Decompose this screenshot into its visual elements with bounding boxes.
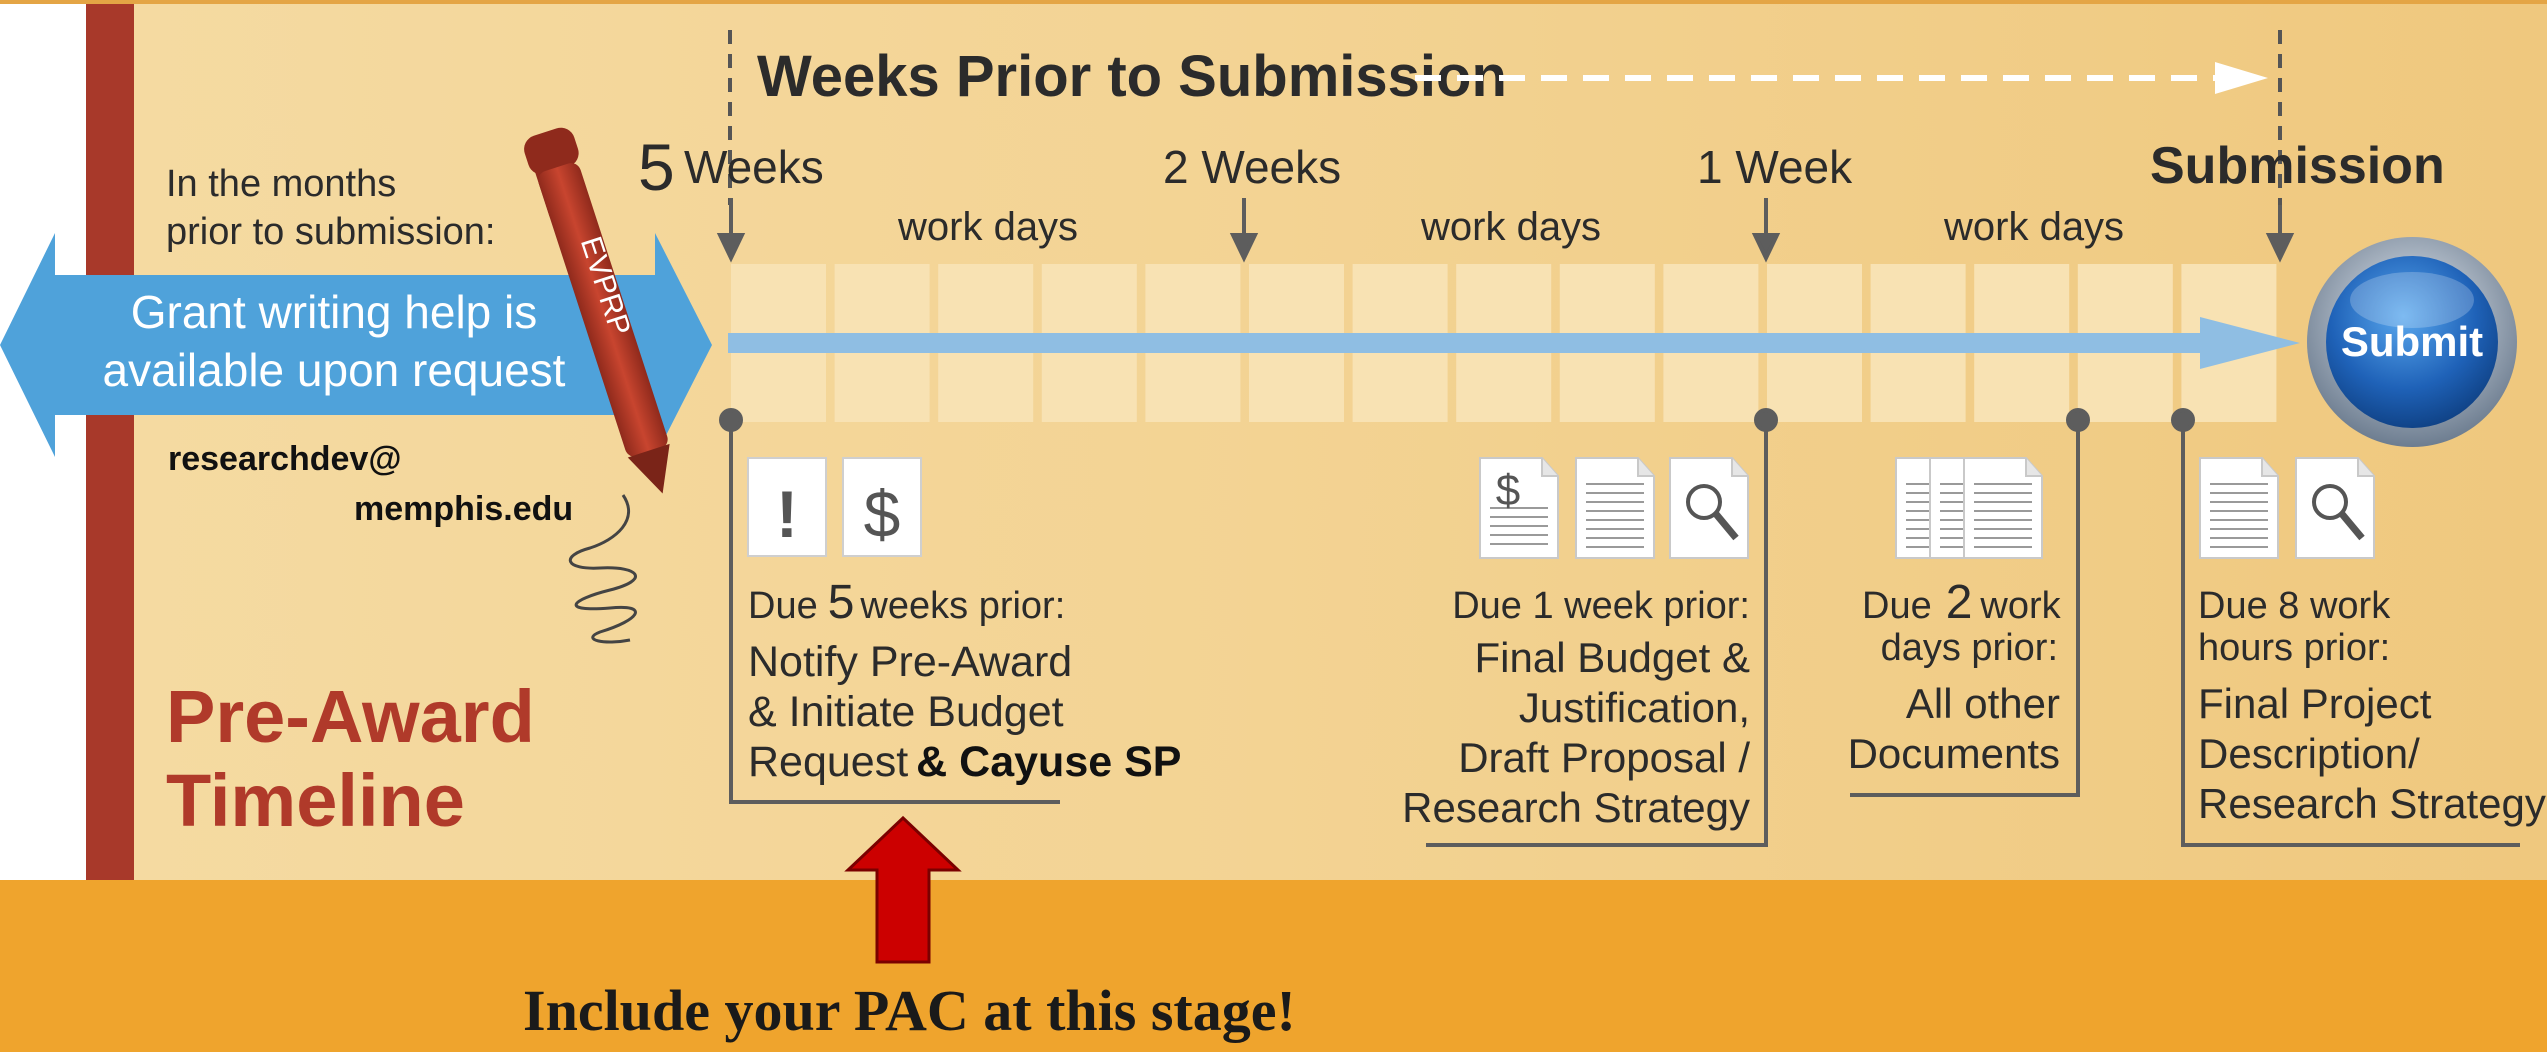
milestone-2-line3: Draft Proposal / bbox=[1458, 734, 1750, 781]
milestone-1-line2: & Initiate Budget bbox=[748, 688, 1064, 736]
milestone-4-line2: Description/ bbox=[2198, 730, 2420, 777]
footer-note: Include your PAC at this stage! bbox=[523, 978, 1296, 1043]
help-text-line2: available upon request bbox=[103, 344, 566, 396]
milestone-4-due-line2: hours prior: bbox=[2198, 627, 2390, 669]
red-stripe bbox=[86, 4, 134, 880]
timeline-bar bbox=[728, 333, 2208, 353]
milestone-3-bracket bbox=[1850, 420, 2080, 797]
help-arrow bbox=[0, 233, 712, 457]
timeline-panel bbox=[0, 0, 2547, 880]
one-week-label: 1 Week bbox=[1697, 141, 1853, 193]
dollar-document-glyph: $ bbox=[1496, 466, 1520, 515]
dollar-icon: $ bbox=[842, 457, 922, 557]
document-icon bbox=[2199, 457, 2279, 559]
two-weeks-label: 2 Weeks bbox=[1163, 141, 1341, 193]
milestone-4-line1: Final Project bbox=[2198, 680, 2432, 727]
page-title-line2: Timeline bbox=[166, 759, 465, 842]
submit-button-shine bbox=[2350, 272, 2474, 328]
milestone-3-line2: Documents bbox=[1848, 730, 2060, 777]
left-margin bbox=[0, 4, 86, 880]
milestone-2-bracket bbox=[1426, 420, 1768, 847]
submission-label: Submission bbox=[2150, 137, 2445, 195]
submit-button-label: Submit bbox=[2341, 318, 2483, 365]
callout-arrow-icon bbox=[844, 815, 962, 964]
dollar-icon-glyph: $ bbox=[864, 477, 901, 551]
work-days-label-3: work days bbox=[1943, 205, 2124, 249]
document-stack-icon bbox=[1963, 457, 2043, 559]
milestone-4-icons bbox=[2199, 457, 2375, 559]
milestone-2-line1: Final Budget & bbox=[1474, 634, 1750, 681]
search-document-icon bbox=[1669, 457, 1749, 559]
milestone-2-icons: $ bbox=[1479, 457, 1749, 559]
milestone-1-line1: Notify Pre-Award bbox=[748, 638, 1072, 686]
email-line1[interactable]: researchdev@ bbox=[168, 440, 402, 478]
page-title-line1: Pre-Award bbox=[166, 675, 535, 758]
milestone-4-line3: Research Strategy bbox=[2198, 780, 2546, 827]
alert-icon: ! bbox=[747, 457, 827, 557]
milestone-1-bracket bbox=[729, 420, 1060, 804]
arrow-submission-head bbox=[2265, 233, 2295, 263]
work-days-label-1: work days bbox=[897, 205, 1078, 249]
dollar-document-icon: $ bbox=[1479, 457, 1559, 559]
email-line2[interactable]: memphis.edu bbox=[354, 490, 573, 528]
footer-band bbox=[0, 880, 2547, 1052]
milestone-4-bracket bbox=[2181, 420, 2520, 847]
milestone-3-icons bbox=[1895, 457, 2043, 559]
document-icon bbox=[1575, 457, 1655, 559]
help-text-line1: Grant writing help is bbox=[131, 286, 538, 338]
arrow-1-week-head bbox=[1751, 233, 1781, 263]
milestone-2-line2: Justification, bbox=[1519, 684, 1750, 731]
header-arrowhead bbox=[2215, 62, 2268, 94]
pen-squiggle bbox=[568, 494, 637, 644]
submit-button-face bbox=[2326, 256, 2498, 428]
work-days-label-2: work days bbox=[1420, 205, 1601, 249]
alert-icon-glyph: ! bbox=[776, 477, 798, 551]
milestone-2-line4: Research Strategy bbox=[1402, 784, 1750, 831]
five-weeks-number: 5 bbox=[638, 130, 675, 204]
months-prior-line1: In the months bbox=[166, 163, 396, 205]
arrow-5-weeks-head bbox=[716, 233, 746, 263]
milestone-1-line3: Request& Cayuse SP bbox=[748, 738, 1181, 786]
milestone-4-due-line1: Due 8 work bbox=[2198, 585, 2391, 627]
weeks-prior-title: Weeks Prior to Submission bbox=[757, 44, 1507, 109]
arrow-2-weeks-head bbox=[1229, 233, 1259, 263]
milestone-3-line1: All other bbox=[1906, 680, 2060, 727]
five-weeks-label: Weeks bbox=[684, 141, 824, 193]
top-border bbox=[0, 0, 2547, 4]
submit-button[interactable]: Submit bbox=[2307, 237, 2517, 447]
search-document-icon bbox=[2295, 457, 2375, 559]
timeline-arrowhead bbox=[2200, 317, 2300, 369]
milestone-3-due-line2: days prior: bbox=[1881, 627, 2058, 669]
milestone-2-due: Due 1 week prior: bbox=[1452, 585, 1750, 627]
months-prior-line2: prior to submission: bbox=[166, 211, 495, 253]
